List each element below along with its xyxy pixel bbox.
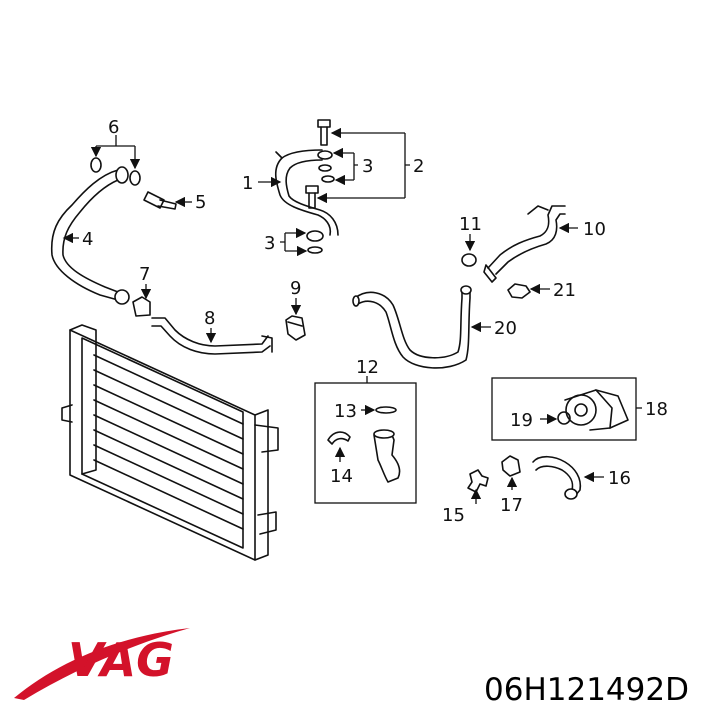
- part-17-clip: [501, 455, 521, 477]
- callout-1: 1: [242, 173, 253, 194]
- callout-16: 16: [608, 468, 631, 489]
- part-16-hose: [532, 455, 582, 500]
- callout-labels: 6 5 4 1 2 3 3 7 8 9 11 10 21 20 12 13 14…: [82, 117, 668, 526]
- logo-swoosh-icon: [14, 628, 190, 700]
- part-20-hose: [352, 285, 472, 369]
- callout-3-upper: 3: [362, 156, 373, 177]
- part-10-pipe: [483, 205, 566, 283]
- box-12: [314, 382, 417, 504]
- callout-9: 9: [290, 278, 301, 299]
- part-number: 06H121492D: [484, 672, 689, 708]
- callout-17: 17: [500, 495, 523, 516]
- callout-21: 21: [553, 280, 576, 301]
- vag-logo: VAG: [14, 628, 190, 700]
- radiator: [61, 324, 279, 561]
- part-1-pipe: [274, 149, 339, 236]
- part-21-clip: [507, 283, 531, 299]
- callout-2: 2: [413, 156, 424, 177]
- logo-text: VAG: [68, 633, 174, 687]
- callout-5: 5: [195, 192, 206, 213]
- callout-4: 4: [82, 229, 93, 250]
- callout-7: 7: [139, 264, 150, 285]
- callout-3-lower: 3: [264, 233, 275, 254]
- part-7-clamp: [132, 296, 151, 317]
- part-3-seals: [306, 230, 324, 254]
- callout-11: 11: [459, 214, 482, 235]
- callout-19: 19: [510, 410, 533, 431]
- callout-18: 18: [645, 399, 668, 420]
- part-4-hose: [50, 166, 130, 305]
- callout-10: 10: [583, 219, 606, 240]
- callout-20: 20: [494, 318, 517, 339]
- callout-13: 13: [334, 401, 357, 422]
- leader-lines: [62, 127, 642, 504]
- part-15-fitting: [467, 469, 489, 493]
- part-2-bolts: [305, 119, 335, 209]
- callout-8: 8: [204, 308, 215, 329]
- callout-12: 12: [356, 357, 379, 378]
- part-11-cap: [461, 253, 477, 267]
- part-9-clamp: [285, 315, 306, 341]
- box-18: [491, 377, 637, 441]
- part-8-pipe: [151, 317, 273, 355]
- callout-14: 14: [330, 466, 353, 487]
- callout-15: 15: [442, 505, 465, 526]
- part-5-bolt: [143, 191, 177, 210]
- callout-6: 6: [108, 117, 119, 138]
